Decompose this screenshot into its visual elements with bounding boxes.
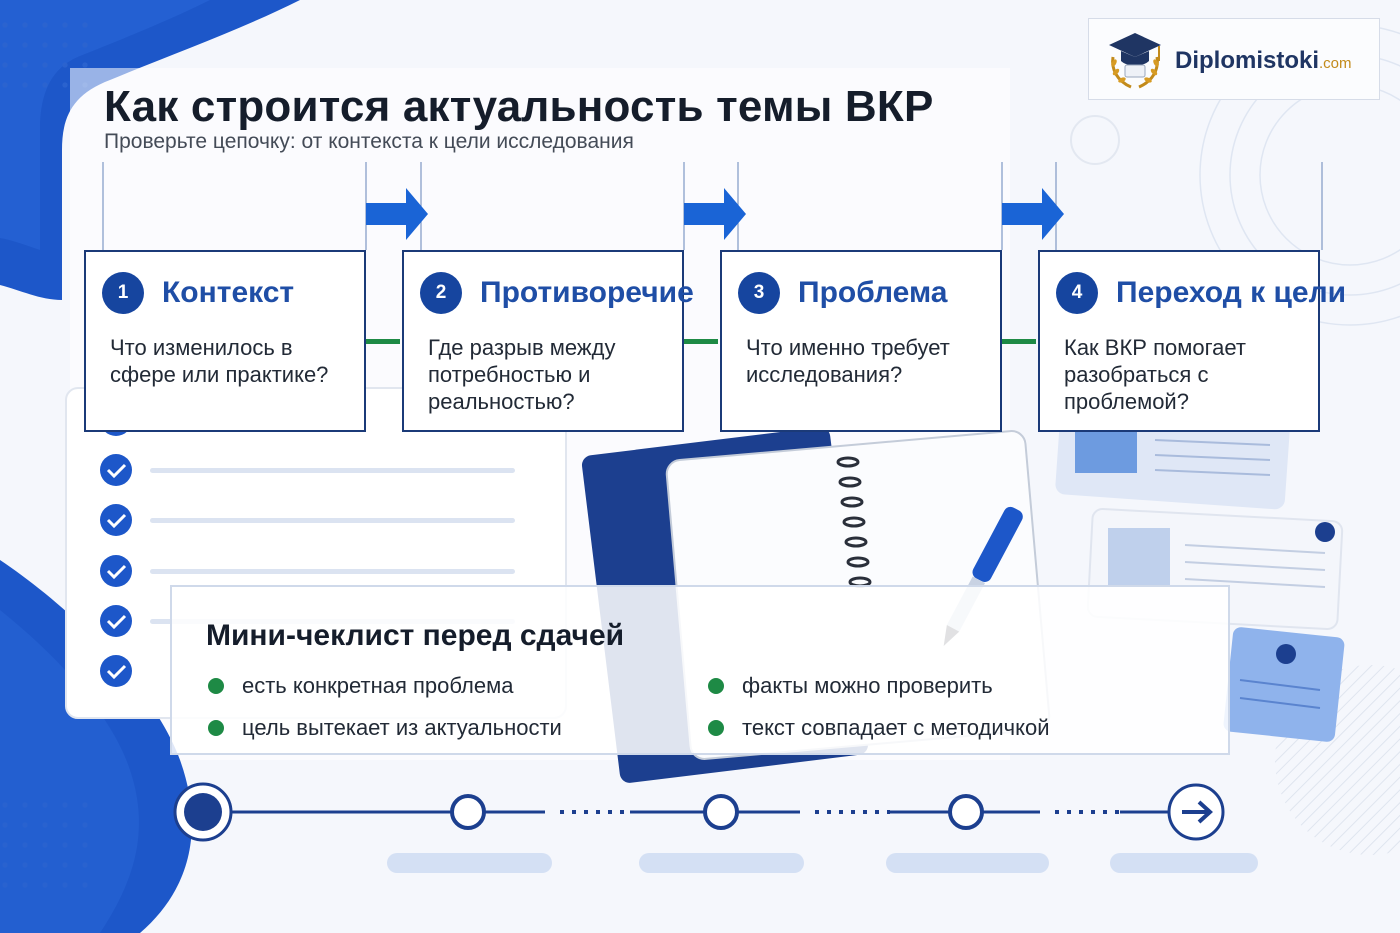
timeline-label-placeholder (639, 853, 804, 873)
arrow-right-icon (1002, 188, 1064, 240)
logo-suffix: .com (1319, 55, 1352, 72)
step-title: Проблема (798, 276, 948, 309)
timeline-node (703, 794, 739, 830)
logo[interactable]: Diplomistoki.com (1088, 18, 1380, 100)
step-connector (366, 339, 400, 344)
step-title: Контекст (162, 276, 295, 309)
bullet-dot-icon (208, 720, 224, 736)
step-connector (684, 339, 718, 344)
arrow-right-icon (684, 188, 746, 240)
bullet-dot-icon (708, 678, 724, 694)
step-number-badge: 2 (420, 272, 462, 314)
step-title: Противоречие (480, 276, 694, 309)
step-question: Как ВКР помогает разобраться с проблемой… (1064, 335, 1246, 414)
step-card-context: 1 Контекст Что изменилось в сфере или пр… (84, 250, 366, 432)
step-question: Что именно требует исследования? (746, 335, 950, 387)
checklist-item-label: есть конкретная проблема (242, 673, 514, 698)
mini-checklist: Мини-чеклист перед сдачей есть конкретна… (170, 585, 1230, 755)
checklist-item-label: цель вытекает из актуальности (242, 715, 562, 740)
checklist-item: факты можно проверить (708, 673, 993, 699)
step-number-badge: 4 (1056, 272, 1098, 314)
checklist-item: текст совпадает с методичкой (708, 715, 1050, 741)
logo-name: Diplomistoki (1175, 47, 1320, 74)
step-question: Где разрыв между потребностью и реальнос… (428, 335, 616, 414)
step-connector (1002, 339, 1036, 344)
step-card-contradiction: 2 Противоречие Где разрыв между потребно… (402, 250, 694, 432)
timeline-label-placeholder (1110, 853, 1258, 873)
checklist-item: цель вытекает из актуальности (208, 715, 562, 741)
step-title: Переход к цели (1116, 276, 1347, 309)
progress-timeline (173, 782, 1258, 873)
graduation-cap-laurel-icon (1109, 33, 1161, 89)
checklist-item-label: факты можно проверить (742, 673, 993, 698)
step-question: Что изменилось в сфере или практике? (110, 335, 329, 387)
step-number-badge: 1 (102, 272, 144, 314)
timeline-node (450, 794, 486, 830)
page-subtitle: Проверьте цепочку: от контекста к цели и… (104, 130, 634, 153)
step-number-badge: 3 (738, 272, 780, 314)
checklist-item: есть конкретная проблема (208, 673, 513, 699)
timeline-label-placeholder (886, 853, 1049, 873)
step-card-goal: 4 Переход к цели Как ВКР помогает разобр… (1038, 250, 1346, 432)
arrow-right-icon (366, 188, 428, 240)
page-title: Как строится актуальность темы ВКР (104, 82, 934, 131)
bullet-dot-icon (708, 720, 724, 736)
bullet-dot-icon (208, 678, 224, 694)
checklist-item-label: текст совпадает с методичкой (742, 715, 1050, 740)
step-card-problem: 3 Проблема Что именно требует исследован… (720, 250, 1002, 432)
timeline-label-placeholder (387, 853, 552, 873)
timeline-node (948, 794, 984, 830)
checklist-title: Мини-чеклист перед сдачей (206, 619, 625, 652)
